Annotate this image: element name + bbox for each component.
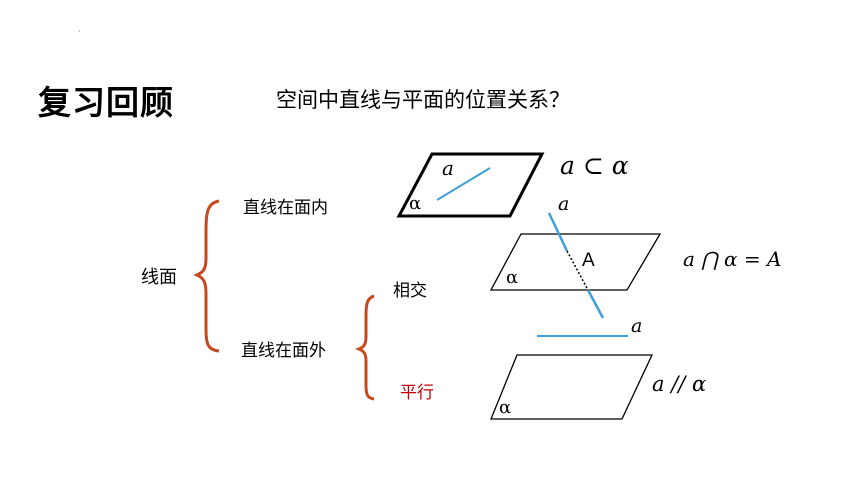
- brace-main: [193, 199, 220, 353]
- formula-subset: a ⊂ α: [560, 151, 629, 180]
- fig1-plane-label: α: [409, 193, 422, 214]
- label-line-out-plane: 直线在面外: [241, 341, 326, 361]
- line-intersect-hidden: [566, 250, 589, 291]
- line-in-plane: [436, 167, 491, 201]
- page-title: 复习回顾: [38, 83, 174, 122]
- plane-in: [396, 152, 545, 218]
- label-line-plane: 线面: [141, 267, 177, 288]
- fig2-line-label: a: [558, 193, 570, 215]
- formula-intersect: a ⋂ α = A: [683, 247, 782, 271]
- label-intersect: 相交: [393, 281, 427, 301]
- label-line-in-plane: 直线在面内: [243, 198, 328, 218]
- plane-intersect: [489, 233, 662, 291]
- fig1-line-label: a: [442, 156, 454, 180]
- fig2-plane-label: α: [506, 267, 519, 288]
- top-mark: ·: [78, 27, 81, 36]
- fig3-plane-label: α: [499, 397, 512, 418]
- label-parallel: 平行: [400, 383, 434, 403]
- question-text: 空间中直线与平面的位置关系？: [276, 88, 570, 112]
- line-intersect-upper: [547, 212, 569, 252]
- formula-parallel: a // α: [652, 372, 707, 396]
- plane-parallel: [490, 354, 654, 420]
- brace-sub: [354, 294, 375, 401]
- fig3-line-label: a: [631, 315, 643, 337]
- fig2-point-label: A: [582, 250, 595, 271]
- line-intersect-lower: [586, 289, 605, 319]
